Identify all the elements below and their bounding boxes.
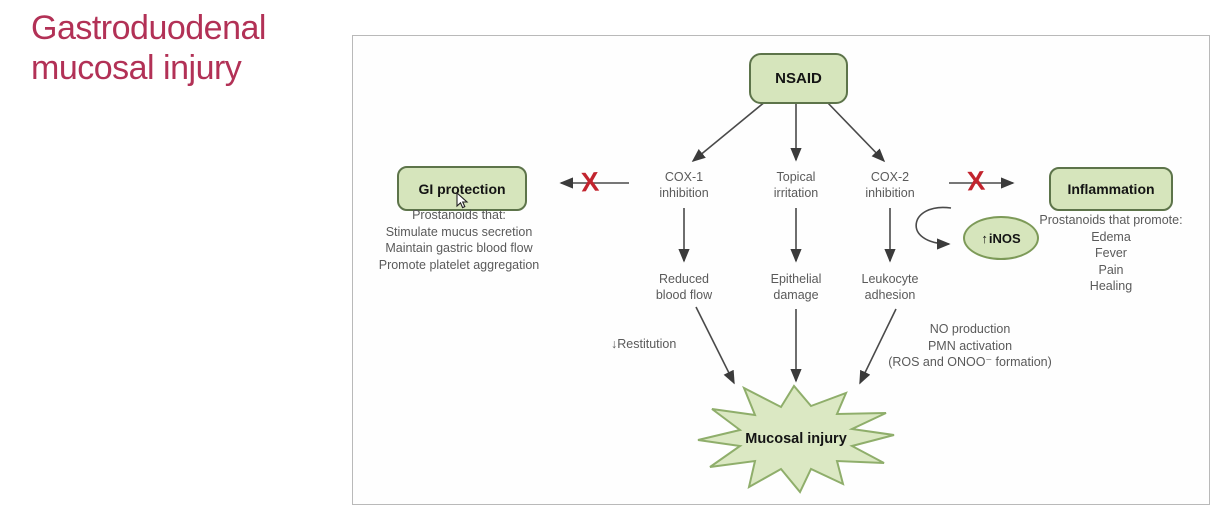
diagram-frame: NSAID GI protection Inflammation ↑ iNOS … xyxy=(352,35,1210,505)
no-production-notes: NO production PMN activation (ROS and ON… xyxy=(858,321,1082,371)
pmn-activation-line: PMN activation xyxy=(927,338,1013,353)
cox2-line2: inhibition xyxy=(865,186,915,200)
epithelial-damage-label: Epithelial damage xyxy=(741,271,851,303)
topical-irritation-label: Topical irritation xyxy=(741,169,851,201)
gi-protection-box: GI protection xyxy=(397,166,527,211)
inflammation-label: Inflammation xyxy=(1067,181,1155,197)
mucosal-injury-starburst xyxy=(697,384,895,494)
leukocyte-line2: adhesion xyxy=(864,288,916,302)
blocked-x-right: X xyxy=(958,164,994,198)
gi-protection-notes: Prostanoids that: Stimulate mucus secret… xyxy=(347,207,571,273)
ros-onoo-line: (ROS and ONOO⁻ formation) xyxy=(888,355,1052,369)
inflammation-notes: Prostanoids that promote: Edema Fever Pa… xyxy=(1018,212,1204,295)
epithelial-line1: Epithelial xyxy=(770,272,822,286)
epithelial-line2: damage xyxy=(773,288,819,302)
nsaid-label: NSAID xyxy=(775,70,822,87)
cox1-line2: inhibition xyxy=(659,186,709,200)
page-title-line2: mucosal injury xyxy=(31,49,242,87)
inflammation-note-item: Pain xyxy=(1098,262,1124,277)
restitution-label: ↓Restitution xyxy=(611,337,676,351)
cox2-inhibition-label: COX-2 inhibition xyxy=(835,169,945,201)
reduced-line2: blood flow xyxy=(655,288,713,302)
connector-arrows xyxy=(559,100,1015,494)
topical-line2: irritation xyxy=(773,186,819,200)
up-arrow-icon: ↑ xyxy=(981,230,988,246)
x-glyph: X xyxy=(580,166,600,197)
x-glyph: X xyxy=(966,165,986,196)
cox1-line1: COX-1 xyxy=(664,170,704,184)
inos-ellipse: ↑ iNOS xyxy=(963,216,1039,260)
leukocyte-line1: Leukocyte xyxy=(861,272,919,286)
inflammation-notes-header: Prostanoids that promote: xyxy=(1039,213,1183,227)
page-title-line1: Gastroduodenal xyxy=(31,9,266,47)
inflammation-note-item: Fever xyxy=(1095,246,1127,260)
mucosal-injury-text: Mucosal injury xyxy=(745,431,847,447)
gi-notes-header: Prostanoids that: xyxy=(412,208,506,222)
leukocyte-adhesion-label: Leukocyte adhesion xyxy=(835,271,945,303)
mouse-cursor-icon xyxy=(456,192,469,209)
gi-note-item: Maintain gastric blood flow xyxy=(385,241,533,255)
cox1-inhibition-label: COX-1 inhibition xyxy=(629,169,739,201)
gi-note-item: Stimulate mucus secretion xyxy=(385,224,533,239)
restitution-text: Restitution xyxy=(617,337,677,351)
gi-protection-label: GI protection xyxy=(418,180,506,197)
blocked-x-left: X xyxy=(572,165,608,199)
topical-line1: Topical xyxy=(776,170,816,184)
mucosal-injury-label: Mucosal injury xyxy=(701,386,891,492)
page-title: Gastroduodenal mucosal injury xyxy=(31,8,361,88)
reduced-blood-flow-label: Reduced blood flow xyxy=(629,271,739,303)
inos-label: iNOS xyxy=(988,230,1021,246)
reduced-line1: Reduced xyxy=(658,272,710,286)
inflammation-note-item: Edema xyxy=(1091,229,1131,244)
nsaid-box: NSAID xyxy=(749,53,848,104)
gi-note-item: Promote platelet aggregation xyxy=(378,257,540,272)
no-production-line: NO production xyxy=(929,322,1011,336)
cox2-line1: COX-2 xyxy=(870,170,910,184)
inflammation-box: Inflammation xyxy=(1049,167,1173,211)
down-arrow-icon: ↓ xyxy=(611,337,618,351)
inflammation-note-item: Healing xyxy=(1089,279,1133,293)
